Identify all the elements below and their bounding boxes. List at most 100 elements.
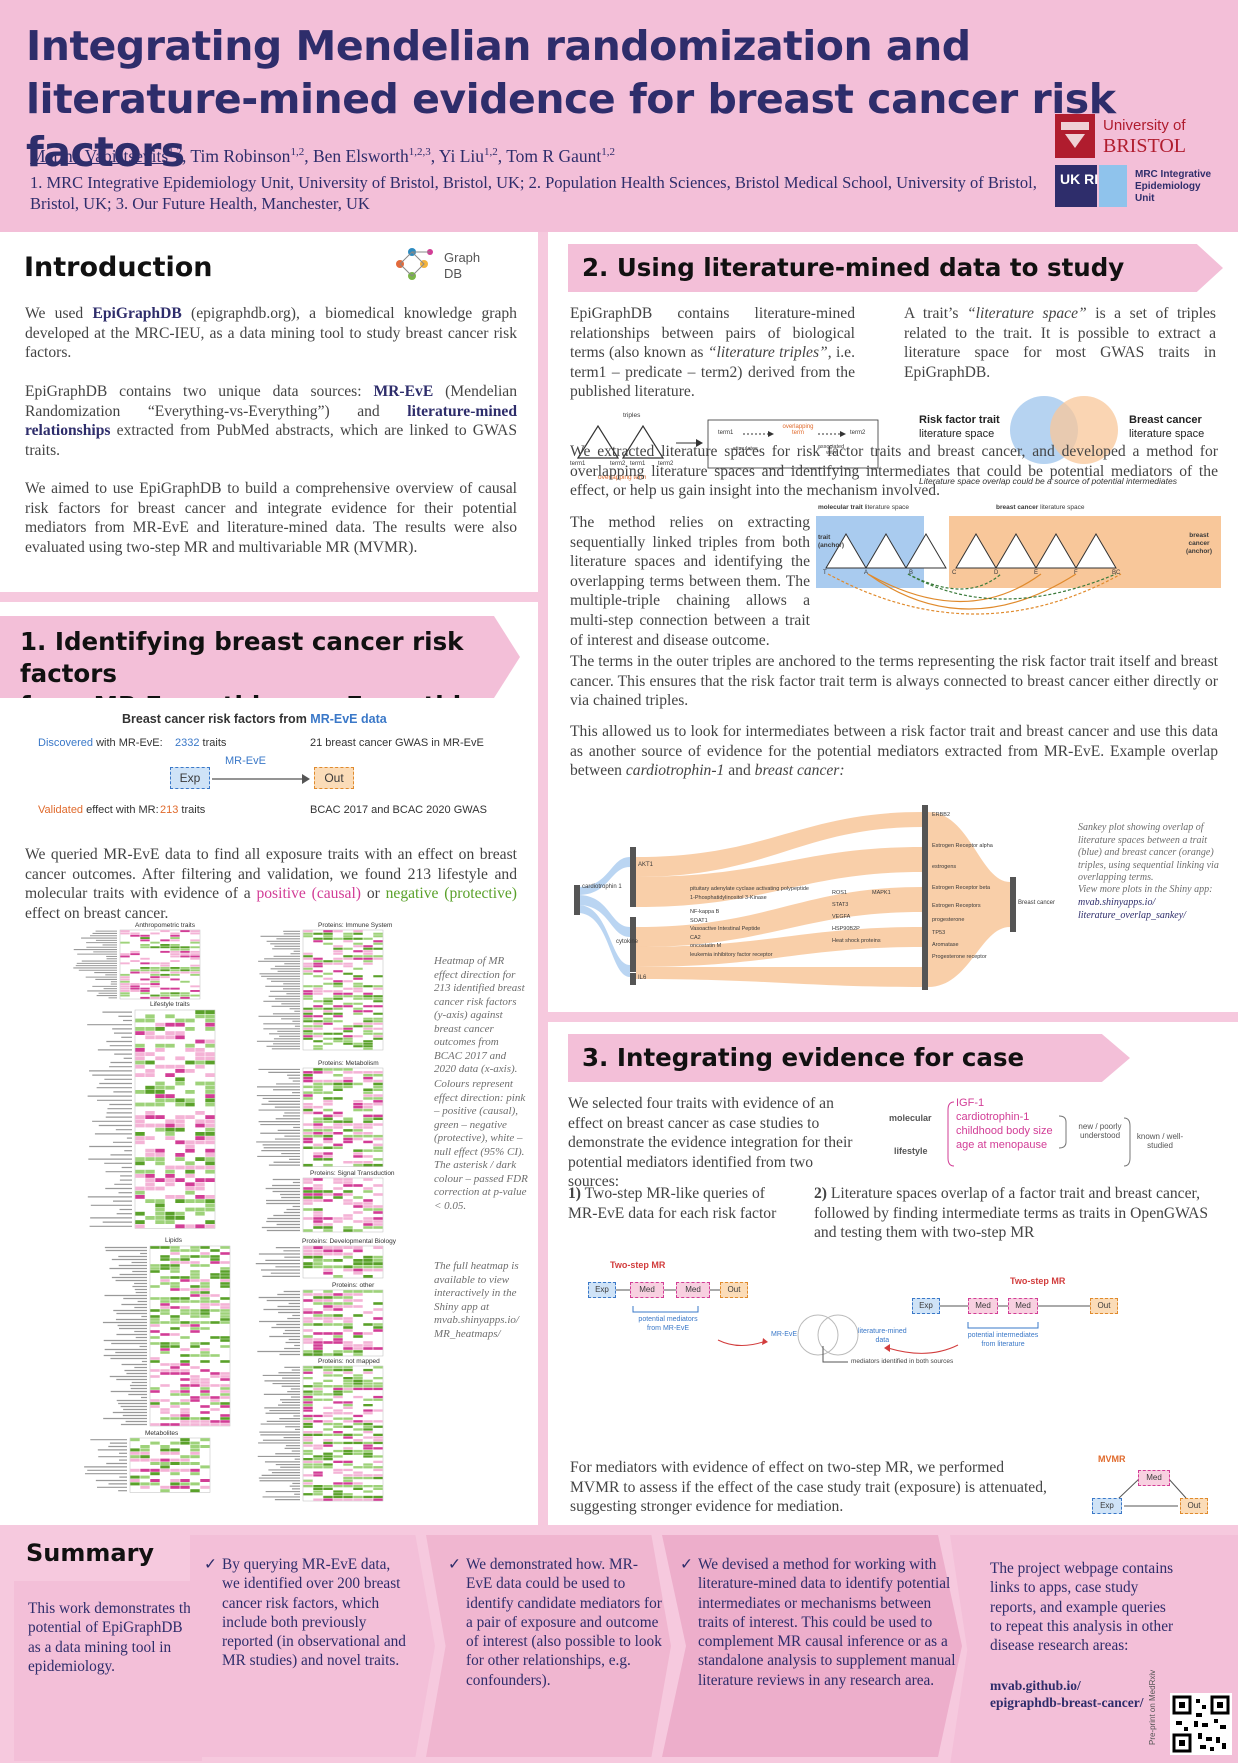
heatmap-cell: [363, 1441, 373, 1445]
heatmap-cell: [313, 1199, 323, 1202]
heatmap-cell: [150, 941, 160, 944]
heatmap-cell: [353, 1268, 363, 1272]
heatmap-cell: [195, 1224, 205, 1229]
heatmap-cell: [353, 1220, 363, 1223]
heatmap-cell: [160, 939, 170, 942]
heatmap-cell: [343, 1323, 353, 1326]
heatmap-cell: [353, 1229, 363, 1232]
heatmap-cell: [303, 1199, 313, 1202]
project-webpage-link[interactable]: mvab.github.io/ epigraphdb-breast-cancer…: [990, 1678, 1144, 1710]
heatmap-cell: [190, 1482, 200, 1486]
sankey-node: [1010, 877, 1016, 932]
heatmap-cell: [323, 1199, 333, 1202]
heatmap-cell: [353, 1498, 363, 1501]
heatmap-cell: [373, 1398, 383, 1401]
heatmap-cell: [373, 1268, 383, 1272]
heatmap-cell: [205, 1203, 215, 1208]
heatmap-cell: [343, 1371, 353, 1374]
heatmap-cell: [140, 1475, 150, 1479]
heatmap-cell: [205, 1027, 215, 1031]
heatmap-title: Proteins: Metabolism: [318, 1060, 379, 1067]
heatmap-cell: [333, 1431, 343, 1434]
heatmap-title: Anthropometric traits: [135, 922, 195, 929]
heatmap-cell: [190, 967, 200, 969]
heatmap-cell: [180, 1360, 190, 1363]
heatmap-cell: [120, 930, 130, 933]
heatmap-cell: [363, 1202, 373, 1205]
heatmap-cell: [160, 994, 170, 997]
heatmap-cell: [155, 1027, 165, 1031]
heatmap-cell: [155, 1153, 165, 1157]
heatmap-cell: [313, 1208, 323, 1211]
heatmap-cell: [333, 1433, 343, 1436]
heatmap-cell: [165, 1043, 175, 1048]
heatmap-cell: [120, 973, 130, 976]
heatmap-cell: [160, 1306, 170, 1309]
heatmap-cell: [180, 1372, 190, 1375]
heatmap-cell: [155, 1207, 165, 1212]
heatmap-cell: [303, 1074, 313, 1077]
sankey-mid-labels: pituitary adenylate cyclase activating p…: [690, 886, 809, 958]
heatmap-cell: [323, 1371, 333, 1374]
heatmap-cell: [363, 1387, 373, 1391]
section-3-banner: 3. Integrating evidence for case studies: [568, 1034, 1130, 1082]
heatmap-cell: [373, 1032, 383, 1035]
heatmap-cell: [353, 1249, 363, 1253]
heatmap-cell: [313, 987, 323, 990]
heatmap-cell: [313, 1255, 323, 1259]
heatmap-cell: [170, 1258, 180, 1261]
heatmap-cell: [145, 1073, 155, 1077]
heatmap-cell: [353, 1082, 363, 1086]
heatmap-cell: [363, 1474, 373, 1477]
heatmap-cell: [363, 957, 373, 960]
heatmap-cell: [353, 1196, 363, 1199]
heatmap-cell: [323, 1458, 333, 1461]
heatmap-cell: [323, 1103, 333, 1106]
heatmap-cell: [333, 1217, 343, 1220]
heatmap-cell: [373, 995, 383, 998]
heatmap-cell: [180, 969, 190, 972]
heatmap-cell: [150, 1479, 160, 1482]
heatmap-cell: [160, 987, 170, 990]
venn-label: Breast cancer: [1129, 414, 1202, 426]
heatmap-cell: [373, 1103, 383, 1106]
heatmap-cell: [343, 1134, 353, 1138]
heatmap-cell: [323, 1305, 333, 1308]
heatmap-cell: [175, 1081, 185, 1086]
heatmap-cell: [323, 1412, 333, 1415]
heatmap-cell: [313, 1314, 323, 1317]
heatmap-cell: [313, 940, 323, 943]
heatmap-cell: [200, 1300, 210, 1303]
heatmap-cell: [200, 1342, 210, 1345]
sankey-link[interactable]: mvab.shinyapps.io/ literature_overlap_sa…: [1078, 897, 1186, 921]
heatmap-cell: [353, 1420, 363, 1423]
heatmap-cell: [353, 975, 363, 978]
heatmap-cell: [333, 1293, 343, 1296]
heatmap-cell: [200, 1303, 210, 1306]
heatmap-cell: [333, 1178, 343, 1181]
heatmap-cell: [303, 1085, 313, 1089]
heatmap-cell: [363, 1463, 373, 1466]
heatmap-cell: [170, 973, 180, 976]
heatmap-cell: [373, 1290, 383, 1293]
heatmap-cell: [363, 1398, 373, 1401]
heatmap-cell: [323, 1296, 333, 1299]
qr-code-icon[interactable]: [1170, 1693, 1232, 1755]
chain-node-label: D: [994, 570, 999, 576]
heatmap-cell: [210, 1303, 220, 1306]
heatmap-cell: [160, 1489, 170, 1493]
heatmap-cell: [180, 1387, 190, 1390]
heatmap-cell: [313, 1152, 323, 1155]
heatmap-cell: [180, 1393, 190, 1396]
heatmap-cell: [313, 1143, 323, 1147]
heatmap-cell: [220, 1339, 230, 1342]
heatmap-cell: [170, 937, 180, 939]
sankey-node: [574, 885, 580, 915]
heatmap-cell: [303, 1020, 313, 1023]
heatmap-cell: [363, 1140, 373, 1144]
heatmap-cell: [180, 994, 190, 997]
heatmap-cell: [373, 1409, 383, 1412]
heatmap-cell: [353, 945, 363, 948]
heatmap-cell: [353, 1353, 363, 1356]
heatmap-cell: [353, 1305, 363, 1308]
